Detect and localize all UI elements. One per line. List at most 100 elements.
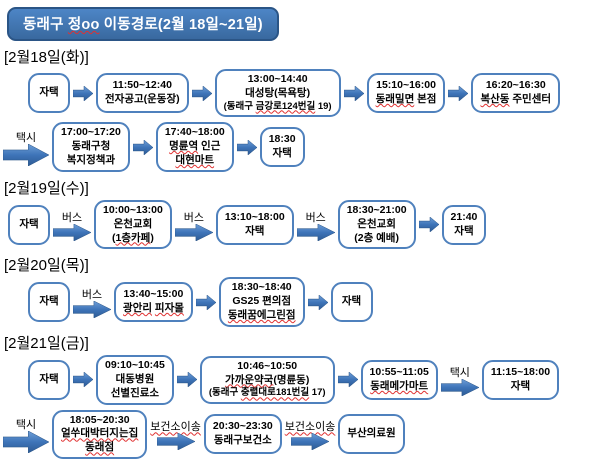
spellcheck-marked-text: 동래점 (85, 441, 115, 454)
right-arrow-icon (73, 372, 93, 388)
text-segment: 동래구보건소 (213, 434, 272, 447)
text-segment: 10:00~13:00 (103, 203, 163, 216)
text-segment: 인근 (198, 140, 221, 153)
right-arrow-icon (132, 139, 153, 155)
route-line: 자택 (37, 295, 61, 309)
transport-arrow: 버스 (174, 209, 213, 241)
route-line: 21:40 (451, 211, 478, 225)
route-line: 18:30 (269, 133, 296, 147)
route-line: 동래메가마트 (370, 380, 429, 394)
text-segment: 부산의료원 (347, 427, 396, 440)
transport-arrow: 버스 (73, 286, 111, 319)
text-segment: 13:40~15:00 (123, 288, 184, 301)
route-line: 온천교회 (347, 218, 407, 232)
transport-label: 버스 (183, 211, 204, 224)
route-line: GS25 편의점 (228, 295, 296, 309)
transport-label: 택시 (15, 418, 37, 431)
route-line: 18:05~20:30 (61, 414, 138, 428)
right-arrow-icon (174, 223, 213, 241)
right-arrow-icon (3, 430, 49, 453)
text-segment: 전자공고(운동장) (105, 93, 180, 106)
route-line: 15:10~16:00 (376, 79, 437, 93)
right-arrow-icon (73, 85, 93, 101)
route-box: 자택 (28, 282, 70, 323)
spellcheck-marked-text: 금강로124번길 (255, 100, 316, 112)
text-segment: 대동병원 (115, 372, 155, 385)
text-segment: 복지정책과 (66, 153, 116, 166)
route-box: 부산의료원 (338, 414, 405, 455)
route-line: 자택 (37, 86, 61, 100)
right-arrow-icon (191, 85, 212, 101)
transport-arrow (307, 294, 328, 310)
spellcheck-marked-text: 1층카페 (115, 231, 151, 244)
route-line: 가까운약국(명륜동) (209, 374, 326, 388)
route-line: 동래구보건소 (213, 434, 273, 448)
text-segment: 자택 (39, 372, 59, 385)
spellcheck-marked-text: 광안리 (123, 302, 152, 315)
transport-arrow: 택시 (3, 416, 49, 453)
transport-arrow: 보건소이송 (150, 418, 201, 451)
text-segment: 자택 (245, 224, 265, 237)
route-line: 11:15~18:00 (491, 366, 550, 380)
route-line: 선별진료소 (105, 387, 165, 401)
right-arrow-icon (296, 223, 335, 241)
spellcheck-marked-text: 복산동 (480, 93, 510, 106)
date-header: [2월18일(화)] (4, 49, 89, 66)
route-line: 부산의료원 (347, 427, 395, 441)
route-line: 11:50~12:40 (105, 79, 180, 93)
text-segment: ) (150, 231, 154, 244)
transport-arrow (73, 372, 93, 388)
route-line: 자택 (340, 295, 364, 309)
text-segment: 15:10~16:00 (376, 79, 436, 92)
text-segment: 11:15~18:00 (490, 365, 551, 378)
route-box: 자택 (28, 359, 70, 400)
route-line: 동래밀면 본점 (376, 93, 437, 107)
transport-label: 버스 (61, 211, 83, 224)
transport-arrow (176, 372, 197, 388)
text-segment: 동래구 (23, 17, 68, 33)
route-line: (1층카페) (103, 232, 163, 246)
route-box: 11:15~18:00 자택 (481, 359, 560, 400)
route-line: 10:46~10:50 (209, 360, 326, 374)
text-segment: 자택 (19, 217, 39, 230)
route-line: 자택 (491, 380, 550, 394)
transport-label: 버스 (305, 211, 326, 224)
route-line: 10:55~11:05 (370, 366, 429, 380)
right-arrow-icon (236, 139, 257, 155)
text-segment: 09:10~10:45 (105, 358, 165, 371)
text-segment: GS25 편의점 (232, 295, 292, 308)
spellcheck-marked-text: 대현마트 (175, 153, 215, 166)
text-segment: (명륜동) (273, 373, 310, 386)
text-segment: (2층 예배) (354, 231, 399, 244)
text-segment: 18:05~20:30 (69, 413, 130, 426)
right-arrow-icon (53, 223, 91, 241)
route-line: 20:30~23:30 (213, 420, 273, 434)
transport-label: 보건소이송 (150, 418, 201, 434)
route-line: 동래점 (61, 441, 138, 455)
right-arrow-icon (418, 217, 439, 233)
right-arrow-icon (440, 378, 479, 396)
transport-label: 택시 (449, 366, 470, 379)
right-arrow-icon (176, 372, 197, 388)
transport-arrow (73, 85, 93, 101)
text-segment: 17:40~18:00 (164, 126, 225, 139)
route-line: 대동병원 (105, 373, 165, 387)
text-segment: 온천교회 (113, 217, 153, 230)
transport-arrow (343, 85, 364, 101)
text-segment: 16:20~16:30 (485, 79, 546, 92)
text-segment: 17:00~17:20 (61, 126, 121, 139)
right-arrow-icon (337, 372, 358, 388)
text-segment: 대성탕(목욕탕) (245, 86, 311, 99)
